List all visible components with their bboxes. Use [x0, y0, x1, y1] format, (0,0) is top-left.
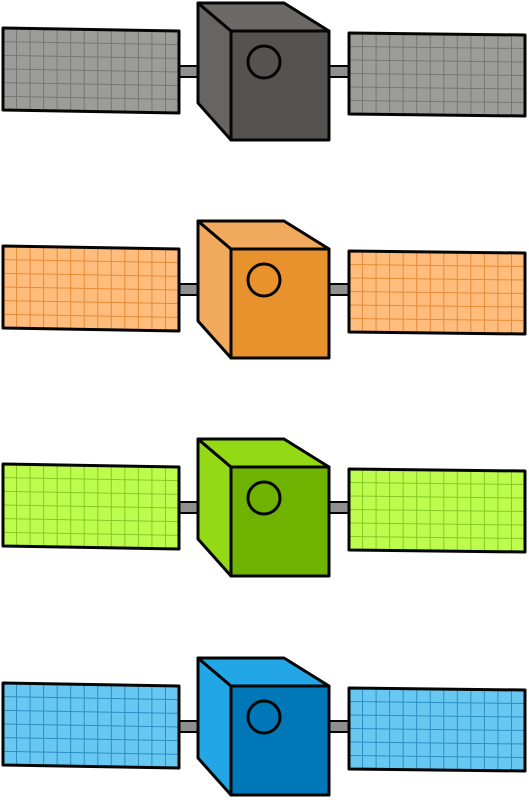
- satellite-icon: [1, 219, 527, 360]
- right-solar-panel: [347, 467, 527, 554]
- left-solar-panel: [1, 681, 181, 770]
- satellite-gray: [0, 0, 529, 145]
- left-solar-panel: [1, 462, 181, 551]
- right-solar-panel: [347, 686, 527, 773]
- satellite-body: [196, 656, 331, 797]
- satellite-icon: [1, 1, 527, 142]
- sensor-lens-icon: [246, 480, 282, 516]
- satellite-body: [196, 437, 331, 578]
- satellite-blue: [0, 655, 529, 800]
- sensor-lens-icon: [246, 699, 282, 735]
- left-solar-panel: [1, 26, 181, 115]
- satellite-icon: [1, 437, 527, 578]
- satellite-green: [0, 436, 529, 581]
- satellite-icon: [1, 656, 527, 797]
- satellite-body: [196, 1, 331, 142]
- left-solar-panel: [1, 244, 181, 333]
- right-solar-panel: [347, 31, 527, 118]
- satellite-body: [196, 219, 331, 360]
- right-solar-panel: [347, 249, 527, 336]
- satellite-orange: [0, 218, 529, 363]
- sensor-lens-icon: [246, 44, 282, 80]
- sensor-lens-icon: [246, 262, 282, 298]
